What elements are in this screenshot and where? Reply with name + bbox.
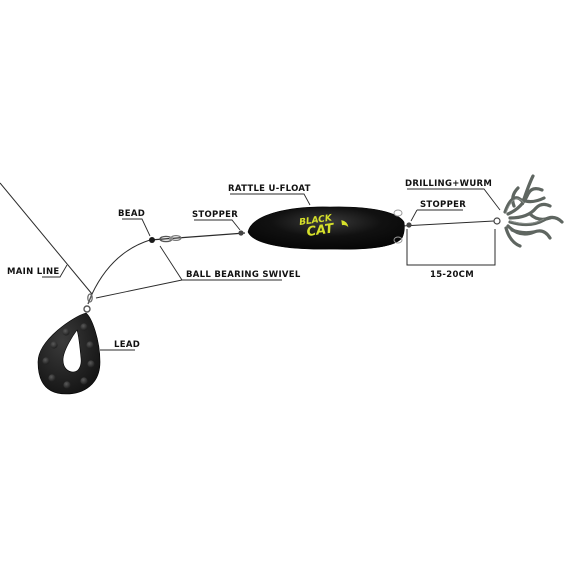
lead-weight bbox=[37, 312, 101, 395]
leader-lines bbox=[42, 188, 501, 351]
label-ball-bearing-swivel: BALL BEARING SWIVEL bbox=[186, 270, 301, 280]
lead-connector bbox=[83, 293, 93, 313]
drilling-hook-and-worm bbox=[493, 174, 564, 248]
label-stopper-left: STOPPER bbox=[192, 210, 238, 220]
label-stopper-right: STOPPER bbox=[420, 200, 466, 210]
ball-bearing-swivel bbox=[159, 235, 182, 243]
label-distance: 15-20CM bbox=[430, 270, 474, 280]
bead bbox=[149, 237, 155, 243]
label-rattle-float: RATTLE U-FLOAT bbox=[228, 184, 311, 194]
label-lead: LEAD bbox=[114, 340, 140, 350]
rattle-float: BLACK CAT bbox=[247, 206, 405, 250]
distance-bracket bbox=[406, 229, 496, 266]
svg-text:CAT: CAT bbox=[306, 221, 336, 240]
stopper-left bbox=[238, 230, 244, 236]
stopper-right bbox=[406, 222, 412, 228]
main-line bbox=[0, 182, 495, 295]
black-cat-logo: BLACK CAT bbox=[299, 213, 349, 240]
label-drilling-wurm: DRILLING+WURM bbox=[405, 179, 492, 189]
label-main-line: MAIN LINE bbox=[7, 267, 59, 277]
svg-text:BLACK: BLACK bbox=[299, 213, 334, 228]
label-bead: BEAD bbox=[118, 209, 145, 219]
